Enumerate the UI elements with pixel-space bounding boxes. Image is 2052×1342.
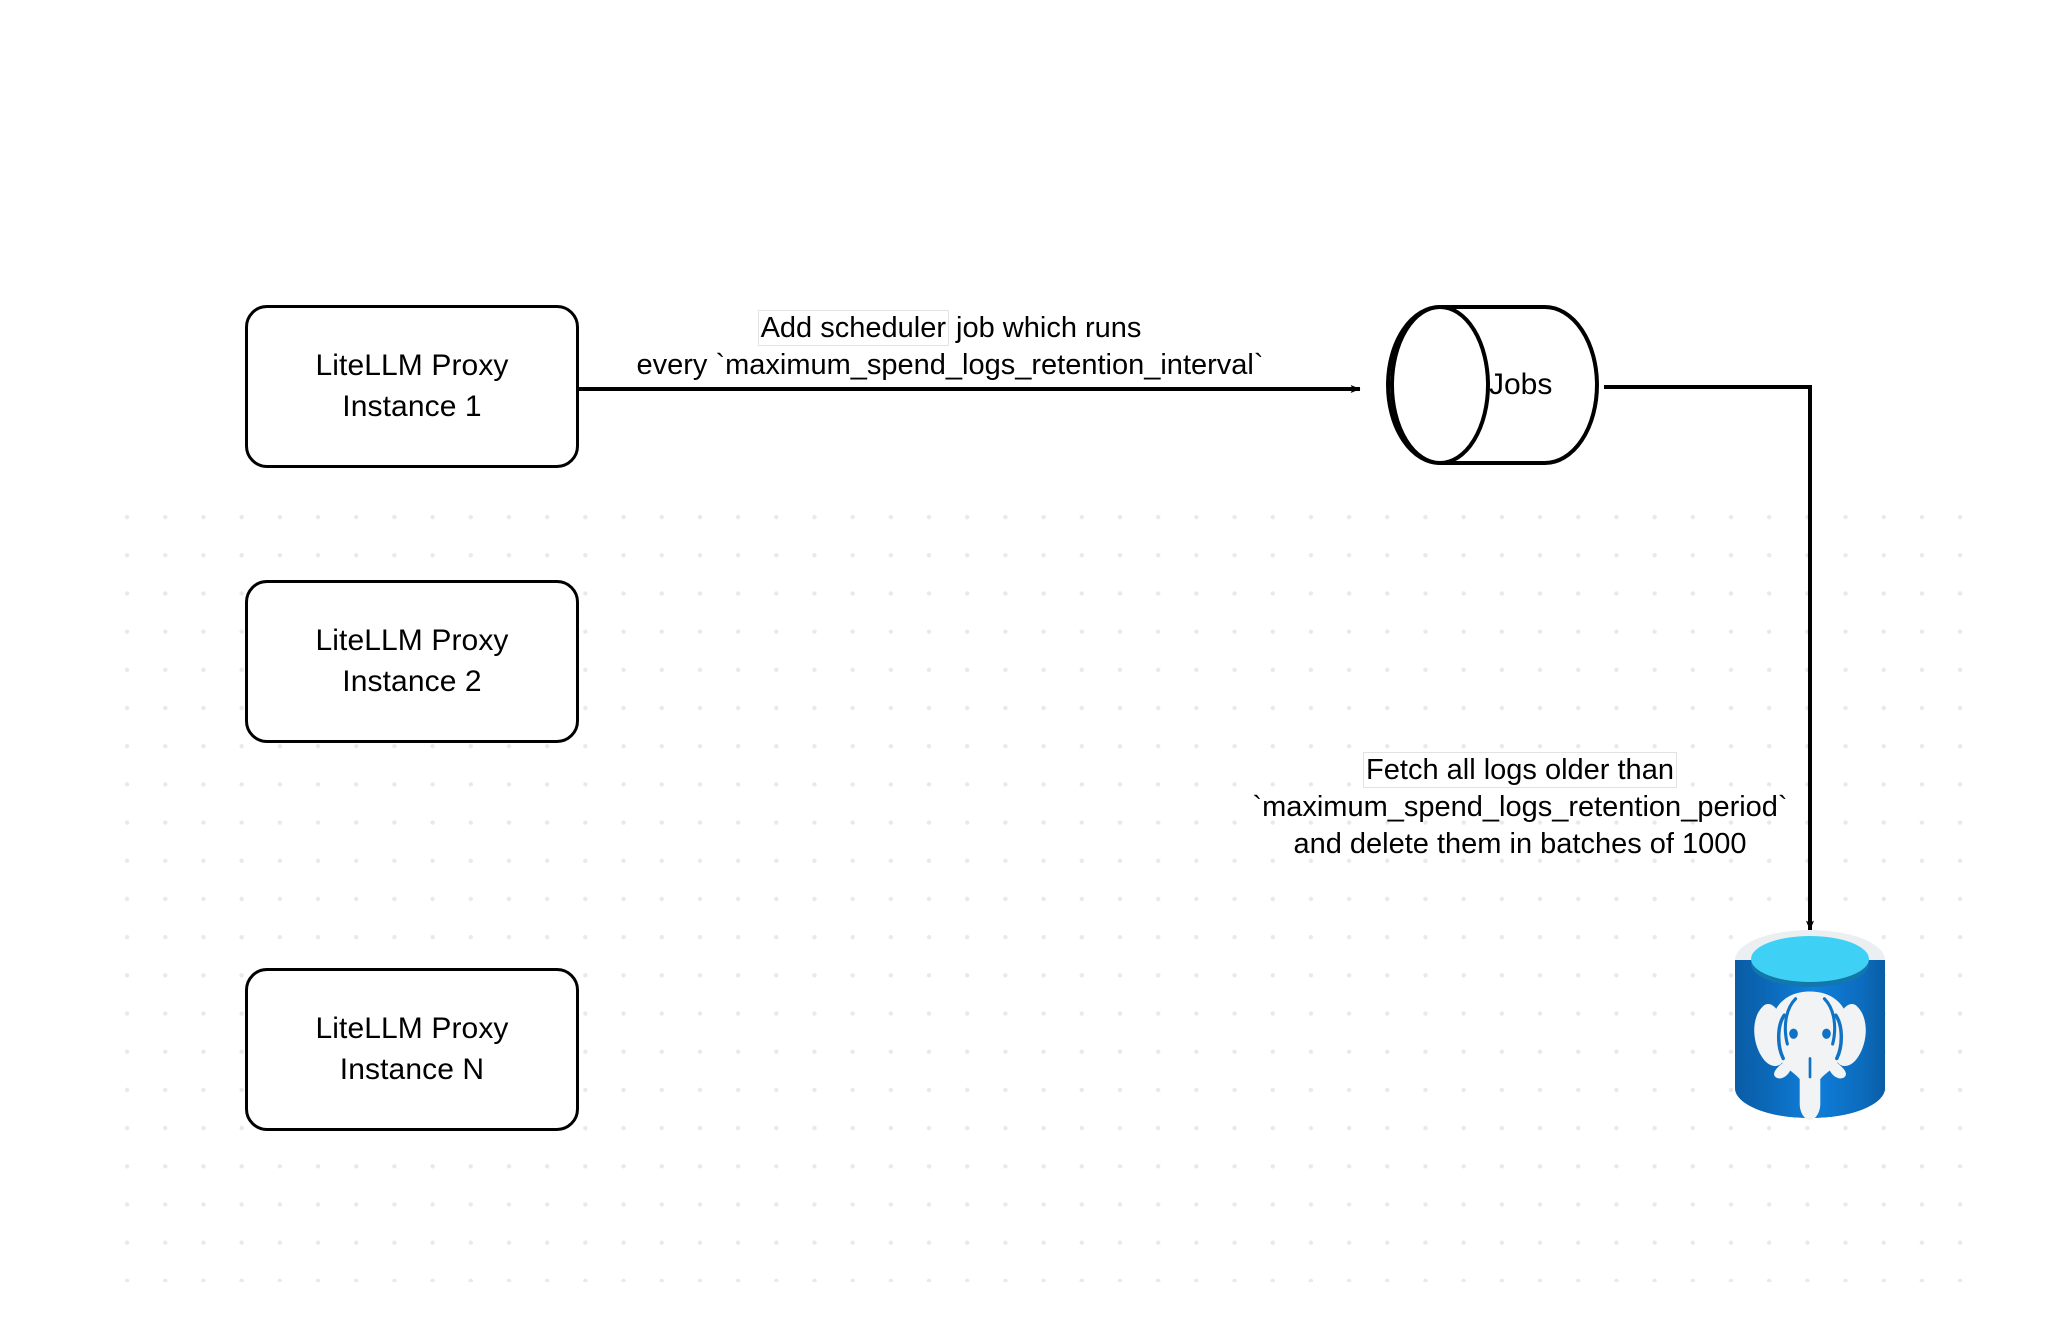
node-proxy1-line2: Instance 1 (342, 389, 482, 423)
node-litellm-proxy-instance-1[interactable]: LiteLLM Proxy Instance 1 (245, 305, 579, 468)
node-proxyn-line1: LiteLLM Proxy (315, 1011, 509, 1045)
node-proxyn-line2: Instance N (339, 1052, 485, 1086)
edge-label-scheduler-line2: every `maximum_spend_logs_retention_inte… (636, 349, 1264, 382)
edge-label-cleanup: Fetch all logs older than `maximum_spend… (1240, 752, 1800, 863)
edge-label-scheduler: Add scheduler job which runs every `maxi… (620, 310, 1280, 384)
edge-label-scheduler-line1-rest: job which runs (947, 312, 1142, 344)
edge-jobs-to-database (1604, 385, 1814, 931)
node-litellm-proxy-instance-2[interactable]: LiteLLM Proxy Instance 2 (245, 580, 579, 743)
jobs-cylinder-shape (1386, 305, 1599, 465)
node-proxy1-line1: LiteLLM Proxy (315, 348, 509, 382)
edge-label-cleanup-line1: Fetch all logs older than (1240, 752, 1800, 789)
postgresql-database-icon (1735, 930, 1885, 1121)
edge-label-scheduler-line1: Add scheduler job which runs (620, 310, 1280, 347)
jobs-node-label: Jobs (1489, 368, 1553, 401)
node-litellm-proxy-instance-n[interactable]: LiteLLM Proxy Instance N (245, 968, 579, 1131)
edge-label-scheduler-highlight: Add scheduler (758, 311, 948, 345)
node-proxy2-line2: Instance 2 (342, 664, 482, 698)
postgresql-elephant-logo (1754, 991, 1866, 1121)
edge-label-cleanup-line2: `maximum_spend_logs_retention_period` (1252, 791, 1788, 824)
node-proxy2-line1: LiteLLM Proxy (315, 623, 509, 657)
edge-label-cleanup-line3: and delete them in batches of 1000 (1293, 828, 1747, 861)
edge-label-cleanup-highlight: Fetch all logs older than (1364, 753, 1676, 787)
